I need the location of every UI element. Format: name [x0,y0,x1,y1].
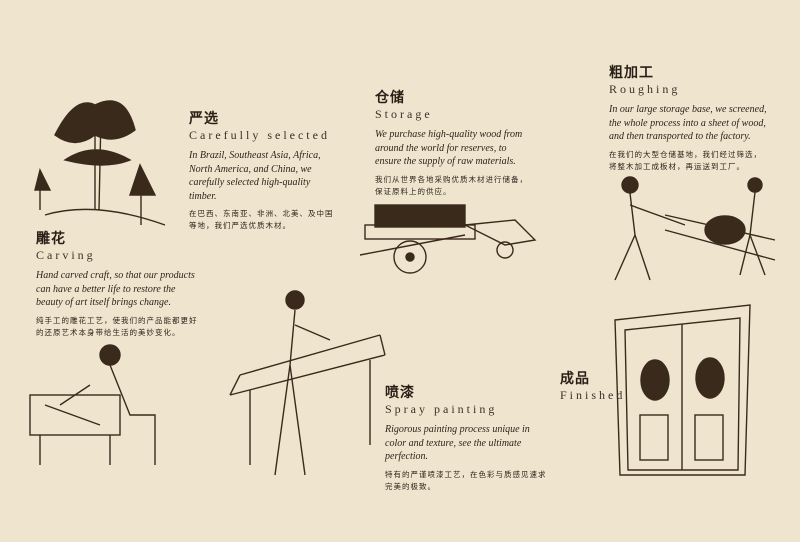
sawing-workers-illustration [614,176,776,281]
section-title-en: Spray painting [385,402,498,416]
carved-door-illustration [614,304,751,476]
section-spray-painting: 喷漆 Spray painting Rigorous painting proc… [385,382,550,493]
section-carving: 雕花 Carving Hand carved craft, so that ou… [36,228,201,339]
section-body-cn: 在我们的大型仓储基地，我们经过筛选，将整木加工成板材，再运送到工厂。 [609,149,762,171]
section-title-en: Storage [375,107,433,121]
section-body: Hand carved craft, so that our products … [36,270,195,308]
section-body-cn: 在巴西、东南亚、非洲、北美、及中国等地，我们严选优质木材。 [189,209,334,230]
section-body: We purchase high-quality wood from aroun… [375,129,523,167]
section-body: In our large storage base, we screened, … [609,104,767,142]
section-title-en: Roughing [609,82,681,96]
cart-logs-illustration [359,204,537,274]
section-title-en: Carefully selected [189,128,330,142]
section-body: In Brazil, Southeast Asia, Africa, North… [189,150,321,202]
section-storage: 仓储 Storage We purchase high-quality wood… [375,87,535,198]
section-title-cn: 仓储 [375,90,405,106]
section-title-cn: 雕花 [36,231,66,247]
section-body: Rigorous painting process unique in colo… [385,424,530,462]
section-finished: 成品 Finished [560,368,640,403]
section-body-cn: 纯手工的雕花工艺，使我们的产品能都更好的还原艺术本身带给生活的美妙变化。 [36,315,198,337]
section-title-cn: 粗加工 [609,65,654,81]
section-title-en: Carving [36,248,96,262]
section-body-cn: 我们从世界各地采购优质木材进行储备，保证原料上的供应。 [375,174,528,196]
section-roughing: 粗加工 Roughing In our large storage base, … [609,62,769,173]
carving-worker-illustration [29,344,156,465]
trees-illustration [34,100,166,226]
section-title-cn: 严选 [189,111,219,127]
spray-painting-illustration [229,290,386,476]
section-body-cn: 特有的严谨喷漆工艺，在色彩与质感见速求完美的极致。 [385,469,547,491]
section-title-cn: 喷漆 [385,385,415,401]
section-title-en: Finished [560,388,626,402]
section-carefully-selected: 严选 Carefully selected In Brazil, Southea… [189,108,339,232]
section-title-cn: 成品 [560,371,590,387]
